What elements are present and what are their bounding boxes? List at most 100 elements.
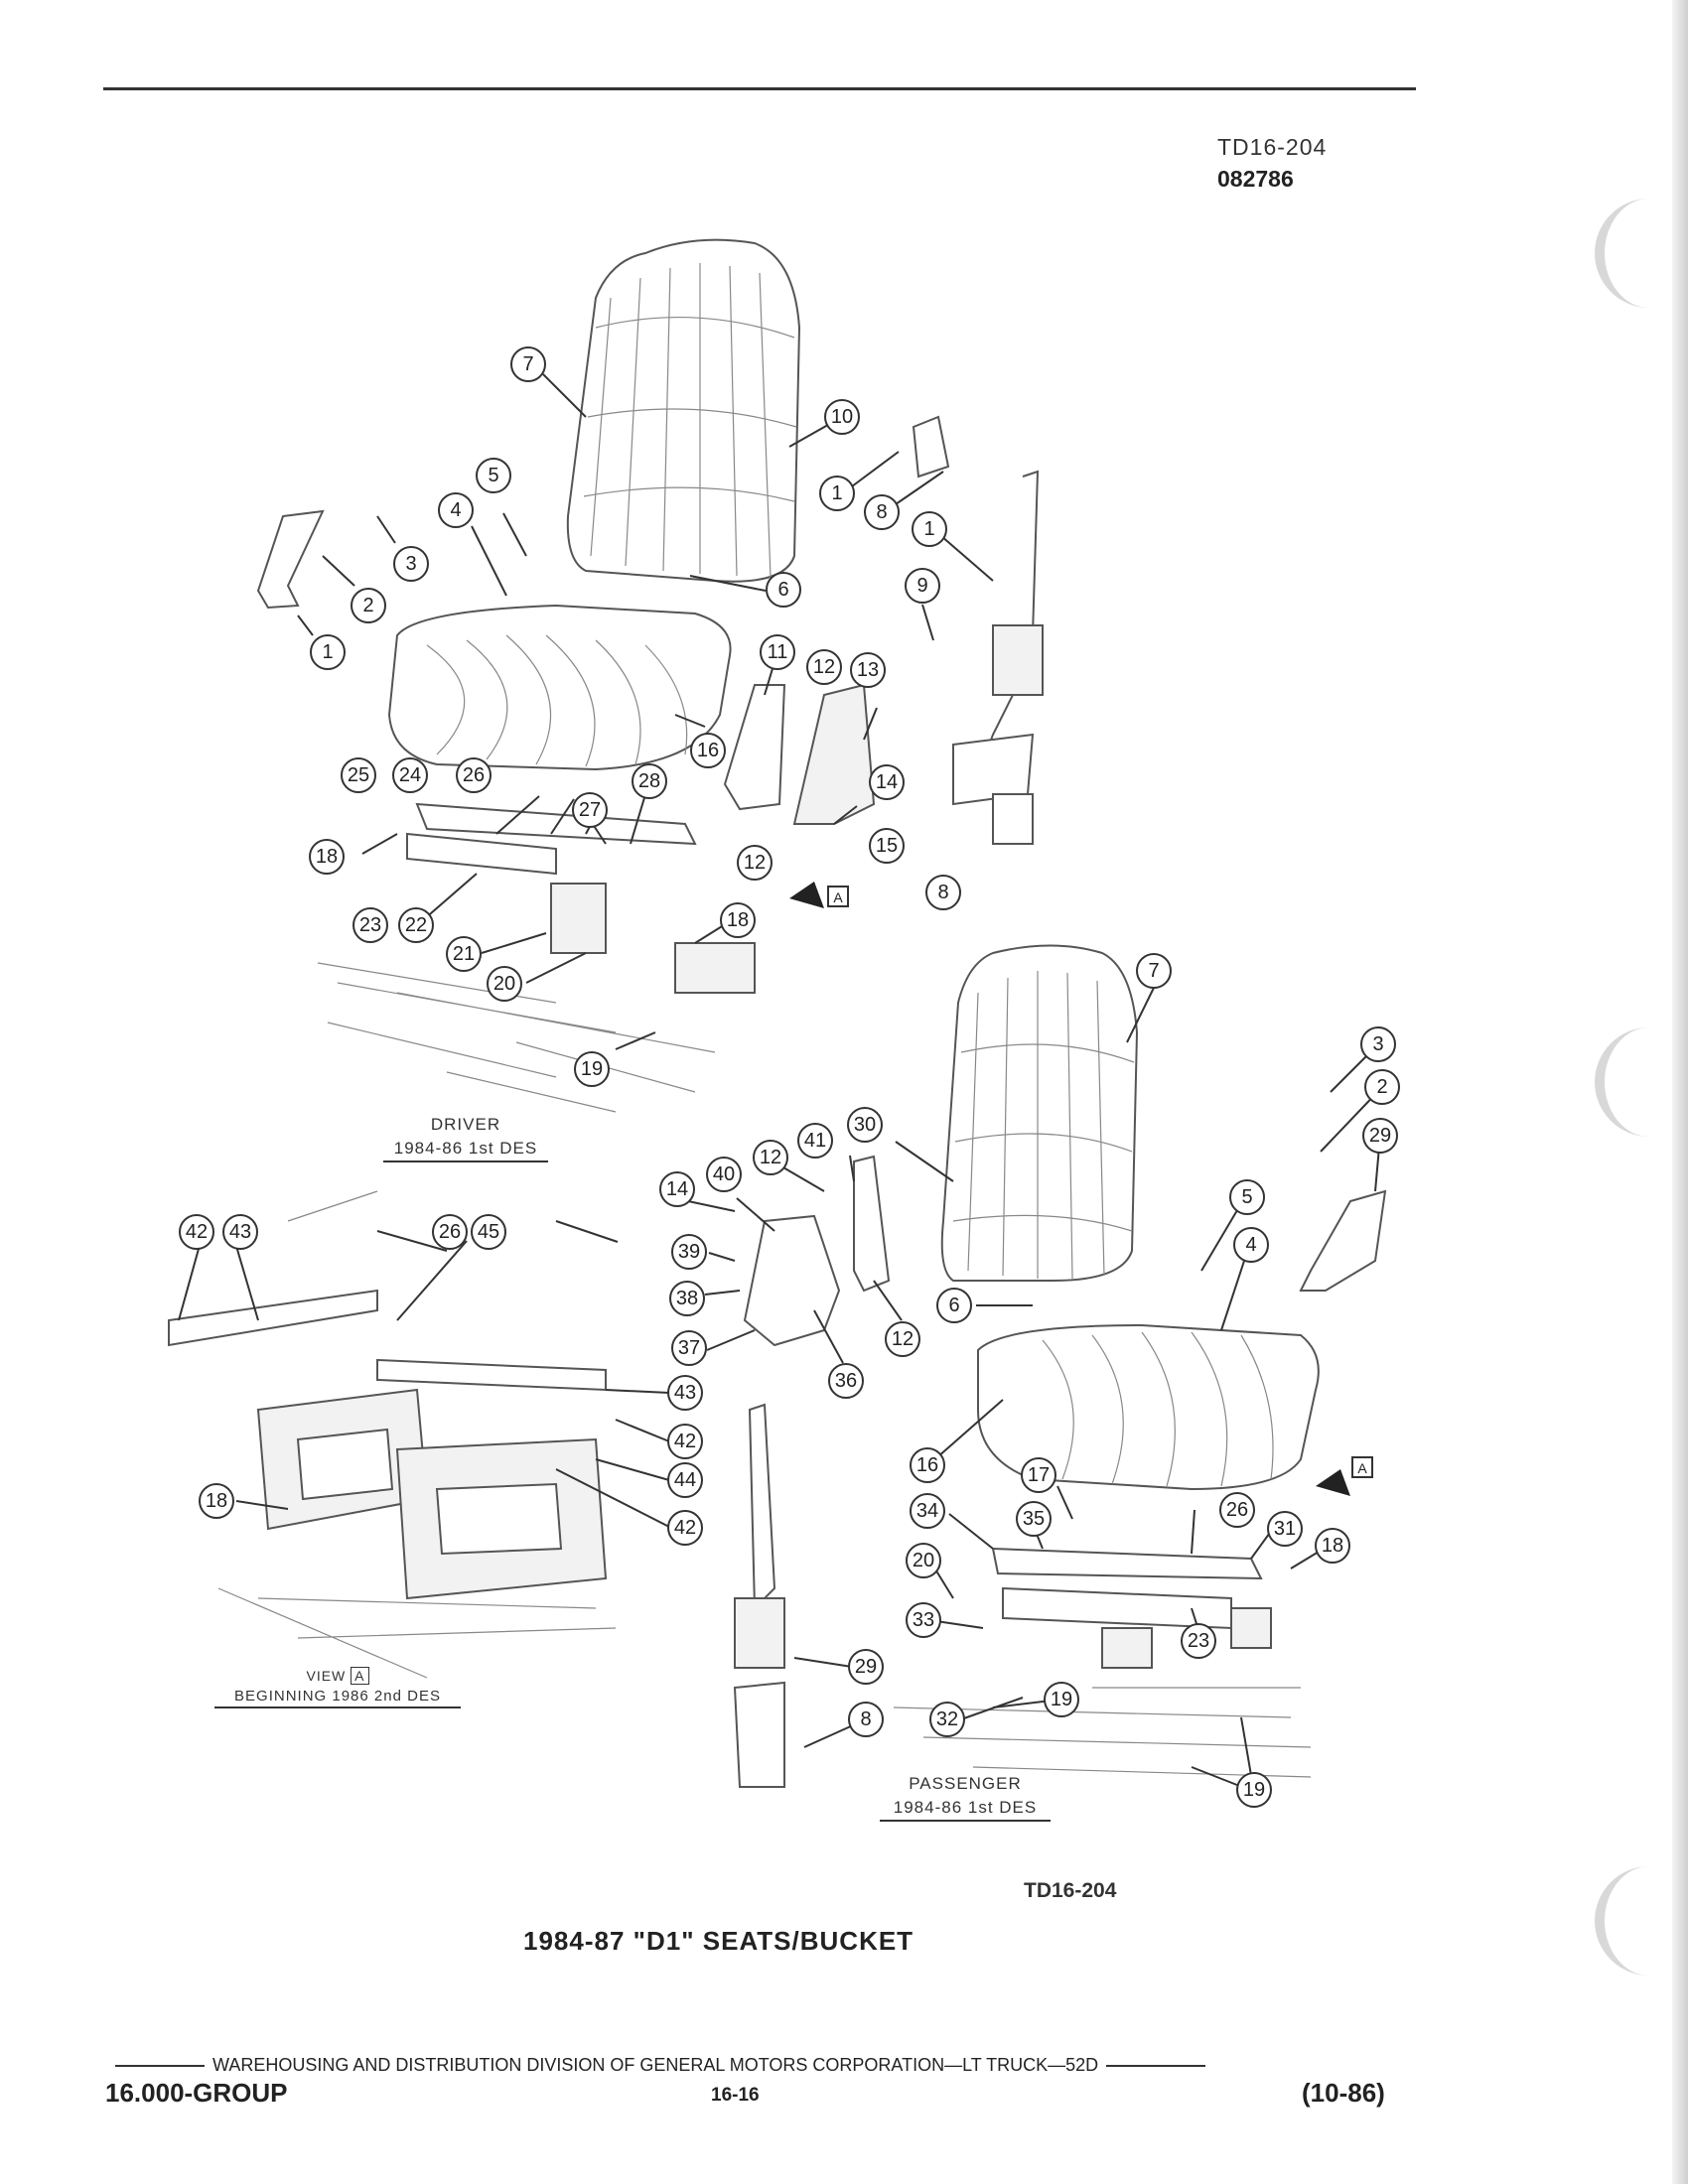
- svg-text:25: 25: [348, 764, 369, 786]
- view-a-arrow-driver: A: [789, 882, 849, 908]
- svg-text:5: 5: [1241, 1186, 1252, 1208]
- callout-7-passenger: 7: [1136, 953, 1172, 989]
- svg-text:24: 24: [399, 764, 421, 786]
- callout-27-driver: 27: [572, 792, 608, 828]
- svg-text:34: 34: [916, 1500, 938, 1522]
- callout-16-passenger: 16: [910, 1447, 945, 1483]
- callout-22-driver: 22: [398, 907, 434, 943]
- callout-39-passenger: 39: [671, 1234, 707, 1270]
- footer-division-line: WAREHOUSING AND DISTRIBUTION DIVISION OF…: [115, 2055, 1380, 2076]
- svg-text:18: 18: [206, 1490, 227, 1512]
- svg-text:1: 1: [831, 482, 842, 504]
- callout-20-driver: 20: [487, 966, 522, 1002]
- view-a-arrow-passenger: A: [1316, 1456, 1373, 1496]
- callout-14-driver: 14: [869, 764, 905, 800]
- svg-text:17: 17: [1028, 1464, 1050, 1486]
- callout-19-driver: 19: [574, 1051, 610, 1087]
- callout-40-passenger: 40: [706, 1157, 742, 1192]
- callout-15-driver: 15: [869, 828, 905, 864]
- callout-8-belt: 8: [864, 494, 900, 530]
- passenger-caption-subtitle: 1984-86 1st DES: [880, 1794, 1051, 1822]
- callout-12-driver-lower: 12: [737, 845, 773, 881]
- figure-code: TD16-204: [1024, 1879, 1117, 1902]
- callout-23-driver: 23: [352, 907, 388, 943]
- callout-19-passenger-right: 19: [1236, 1772, 1272, 1808]
- callout-36-passenger: 36: [828, 1363, 864, 1399]
- footer-group: 16.000-GROUP: [105, 2078, 288, 2108]
- view-a-arrow-label: A: [1357, 1460, 1367, 1476]
- binder-hole: [1595, 199, 1650, 308]
- driver-recliner-brackets: [723, 683, 876, 825]
- figure-title: 1984-87 "D1" SEATS/BUCKET: [523, 1926, 914, 1956]
- callout-18-passenger: 18: [1315, 1528, 1350, 1564]
- svg-text:33: 33: [913, 1609, 934, 1631]
- callout-2-driver: 2: [351, 588, 386, 623]
- callout-32-passenger: 32: [929, 1702, 965, 1737]
- svg-text:31: 31: [1274, 1518, 1296, 1540]
- callout-25-driver: 25: [341, 757, 376, 793]
- callout-1-driver: 1: [310, 634, 346, 670]
- callout-17-passenger: 17: [1021, 1457, 1056, 1493]
- svg-text:5: 5: [488, 465, 498, 486]
- callout-24-driver: 24: [392, 757, 428, 793]
- svg-text:2: 2: [362, 595, 373, 616]
- binder-hole: [1595, 1027, 1650, 1137]
- callout-5-driver: 5: [476, 458, 511, 493]
- svg-text:28: 28: [638, 770, 660, 792]
- callout-29-passenger-lower: 29: [848, 1649, 884, 1685]
- callout-2-passenger: 2: [1364, 1069, 1400, 1105]
- svg-text:13: 13: [857, 659, 879, 681]
- svg-text:39: 39: [678, 1241, 700, 1263]
- svg-text:12: 12: [744, 852, 766, 874]
- callout-26-view-a: 26: [432, 1214, 468, 1250]
- callout-11-driver: 11: [760, 634, 795, 670]
- callout-20-passenger: 20: [906, 1543, 941, 1578]
- svg-text:20: 20: [913, 1550, 934, 1571]
- callout-31-passenger: 31: [1267, 1511, 1303, 1547]
- driver-caption-subtitle: 1984-86 1st DES: [383, 1135, 548, 1162]
- svg-text:8: 8: [876, 501, 887, 523]
- svg-text:14: 14: [876, 771, 898, 793]
- callout-13-driver: 13: [850, 652, 886, 688]
- callout-7-driver: 7: [510, 346, 546, 382]
- footer-revision: (10-86): [1302, 2078, 1385, 2108]
- svg-text:42: 42: [674, 1517, 696, 1539]
- svg-text:12: 12: [892, 1328, 914, 1350]
- svg-text:3: 3: [405, 553, 416, 575]
- exploded-parts-diagram: A A: [168, 238, 1400, 1808]
- svg-text:8: 8: [937, 882, 948, 903]
- svg-text:32: 32: [936, 1708, 958, 1730]
- svg-text:7: 7: [1148, 960, 1159, 982]
- svg-text:36: 36: [835, 1370, 857, 1392]
- svg-text:41: 41: [804, 1130, 826, 1152]
- callout-12-passenger-upper: 12: [753, 1140, 788, 1175]
- callout-34-passenger: 34: [910, 1493, 945, 1529]
- page-edge: [1672, 0, 1688, 2184]
- view-a-caption: VIEW A BEGINNING 1986 2nd DES: [214, 1667, 461, 1708]
- shoulder-belt-retractor-upper: [912, 415, 1044, 845]
- svg-text:10: 10: [831, 406, 853, 428]
- svg-text:27: 27: [579, 799, 601, 821]
- callout-4-passenger: 4: [1233, 1227, 1269, 1263]
- callout-6-passenger: 6: [936, 1288, 972, 1323]
- view-a-caption-box: A: [351, 1667, 369, 1685]
- callout-38-passenger: 38: [669, 1281, 705, 1316]
- svg-text:29: 29: [1369, 1125, 1391, 1147]
- svg-text:26: 26: [1226, 1499, 1248, 1521]
- callout-14-passenger: 14: [659, 1171, 695, 1207]
- callout-12-driver-upper: 12: [806, 649, 842, 685]
- passenger-caption-title: PASSENGER: [909, 1774, 1022, 1793]
- svg-text:22: 22: [405, 914, 427, 936]
- callout-5-passenger: 5: [1229, 1179, 1265, 1215]
- svg-text:12: 12: [760, 1147, 781, 1168]
- callout-33-passenger: 33: [906, 1602, 941, 1638]
- doc-date: 082786: [1217, 166, 1294, 192]
- callout-12-passenger-lower: 12: [885, 1321, 920, 1357]
- callout-8-driver-lower: 8: [925, 875, 961, 910]
- svg-text:23: 23: [1188, 1630, 1209, 1652]
- svg-text:14: 14: [666, 1178, 688, 1200]
- callout-18-driver-left: 18: [309, 839, 345, 875]
- callout-3-passenger: 3: [1360, 1026, 1396, 1062]
- callout-6-driver: 6: [766, 572, 801, 608]
- svg-text:38: 38: [676, 1288, 698, 1309]
